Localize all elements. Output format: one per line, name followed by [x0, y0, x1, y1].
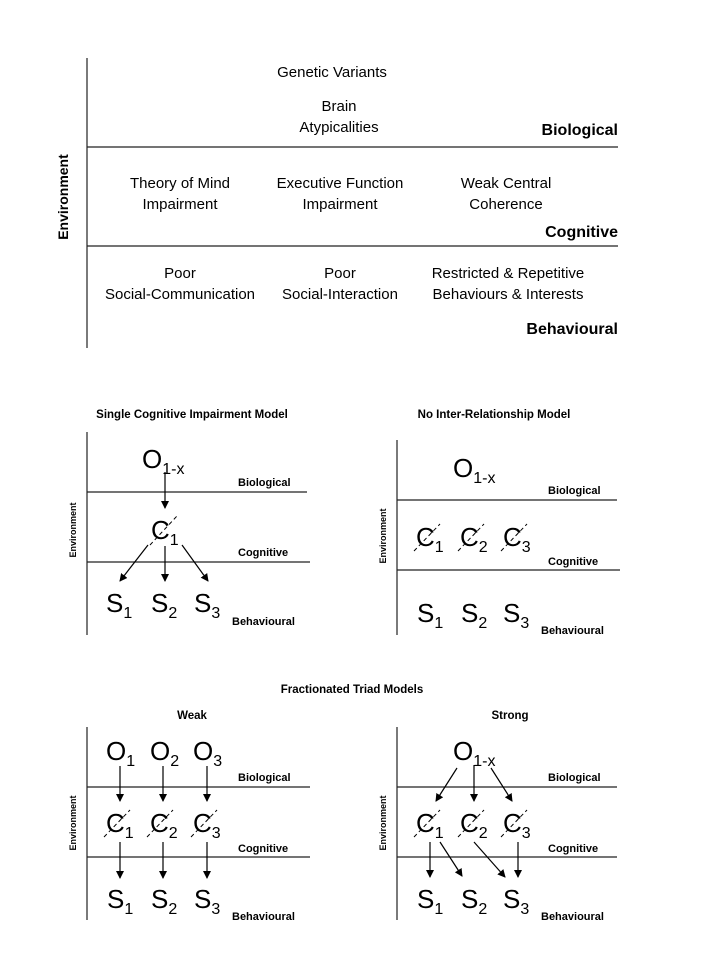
strike-c1: [413, 809, 441, 838]
symptom-node: S3: [194, 588, 221, 622]
cognitive-node: C2: [150, 808, 178, 842]
section-title: Fractionated Triad Models: [280, 684, 424, 696]
environment-axis-label: Environment: [68, 502, 78, 558]
strike-c2: [457, 809, 485, 838]
origin-node: O1-x: [142, 444, 185, 478]
level-label-cognitive: Cognitive: [545, 224, 618, 241]
environment-axis-label: Environment: [55, 154, 71, 240]
panel-title: Weak: [177, 710, 207, 722]
cognitive-node: C1: [151, 515, 179, 549]
symptom-node: S1: [107, 884, 134, 918]
arrow: [490, 767, 513, 802]
level-label-behavioural: Behavioural: [232, 911, 295, 923]
cognitive-node: C2: [460, 808, 488, 842]
arrow: [181, 544, 209, 582]
level-label-biological: Biological: [548, 772, 601, 784]
cognitive-node: C3: [503, 808, 531, 842]
origin-node: O2: [150, 736, 180, 770]
cognitive-item: Coherence: [469, 196, 543, 213]
cognitive-node: C1: [416, 808, 444, 842]
environment-axis-label: Environment: [378, 508, 388, 564]
arrow: [473, 841, 506, 878]
biological-item: Genetic Variants: [277, 64, 387, 81]
level-label-biological: Biological: [238, 772, 291, 784]
cognitive-node: C1: [416, 522, 444, 556]
symptom-node: S1: [417, 884, 444, 918]
level-label-behavioural: Behavioural: [541, 625, 604, 637]
behavioural-item: Poor: [164, 265, 196, 282]
origin-node: O1: [106, 736, 136, 770]
cognitive-item: Weak Central: [460, 175, 552, 192]
strike-c3: [500, 523, 528, 552]
origin-node: O1-x: [453, 736, 496, 770]
strike-c3: [190, 809, 218, 838]
strike-c1: [103, 809, 131, 838]
origin-node: O1-x: [453, 453, 496, 487]
symptom-node: S2: [461, 884, 488, 918]
cognitive-node: C3: [193, 808, 221, 842]
symptom-node: S1: [417, 598, 444, 632]
symptom-node: S3: [194, 884, 221, 918]
panel-title: No Inter-Relationship Model: [417, 409, 571, 421]
cognitive-item: Impairment: [302, 196, 378, 213]
strike-c2: [457, 523, 485, 552]
strike-c1: [413, 523, 441, 552]
symptom-node: S2: [151, 884, 178, 918]
cognitive-item: Executive Function: [276, 175, 404, 192]
symptom-node: S1: [106, 588, 133, 622]
arrow: [439, 841, 463, 877]
biological-item: Atypicalities: [299, 119, 379, 136]
level-label-behavioural: Behavioural: [526, 321, 618, 338]
symptom-node: S2: [151, 588, 178, 622]
level-label-biological: Biological: [238, 477, 291, 489]
cognitive-item: Theory of Mind: [129, 175, 231, 192]
cognitive-node: C2: [460, 522, 488, 556]
symptom-node: S3: [503, 884, 530, 918]
level-label-cognitive: Cognitive: [548, 556, 599, 568]
cognitive-node: C1: [106, 808, 134, 842]
level-label-cognitive: Cognitive: [238, 843, 289, 855]
level-label-behavioural: Behavioural: [541, 911, 604, 923]
strike-c2: [146, 809, 174, 838]
level-label-cognitive: Cognitive: [238, 547, 289, 559]
origin-node: O3: [193, 736, 223, 770]
cognitive-node: C3: [503, 522, 531, 556]
behavioural-item: Poor: [324, 265, 356, 282]
behavioural-item: Behaviours & Interests: [432, 286, 584, 303]
panel-title: Single Cognitive Impairment Model: [96, 409, 288, 421]
level-label-cognitive: Cognitive: [548, 843, 599, 855]
environment-axis-label: Environment: [68, 795, 78, 851]
behavioural-item: Social-Interaction: [282, 286, 398, 303]
level-label-biological: Biological: [541, 122, 618, 139]
arrow: [435, 767, 458, 802]
level-label-behavioural: Behavioural: [232, 616, 295, 628]
behavioural-item: Social-Communication: [104, 286, 256, 303]
arrow: [119, 544, 149, 582]
environment-axis-label: Environment: [378, 795, 388, 851]
symptom-node: S3: [503, 598, 530, 632]
cognitive-item: Impairment: [142, 196, 218, 213]
behavioural-item: Restricted & Repetitive: [431, 265, 585, 282]
level-label-biological: Biological: [548, 485, 601, 497]
panel-title: Strong: [491, 710, 529, 722]
biological-item: Brain: [321, 98, 357, 115]
symptom-node: S2: [461, 598, 488, 632]
strike-c3: [500, 809, 528, 838]
